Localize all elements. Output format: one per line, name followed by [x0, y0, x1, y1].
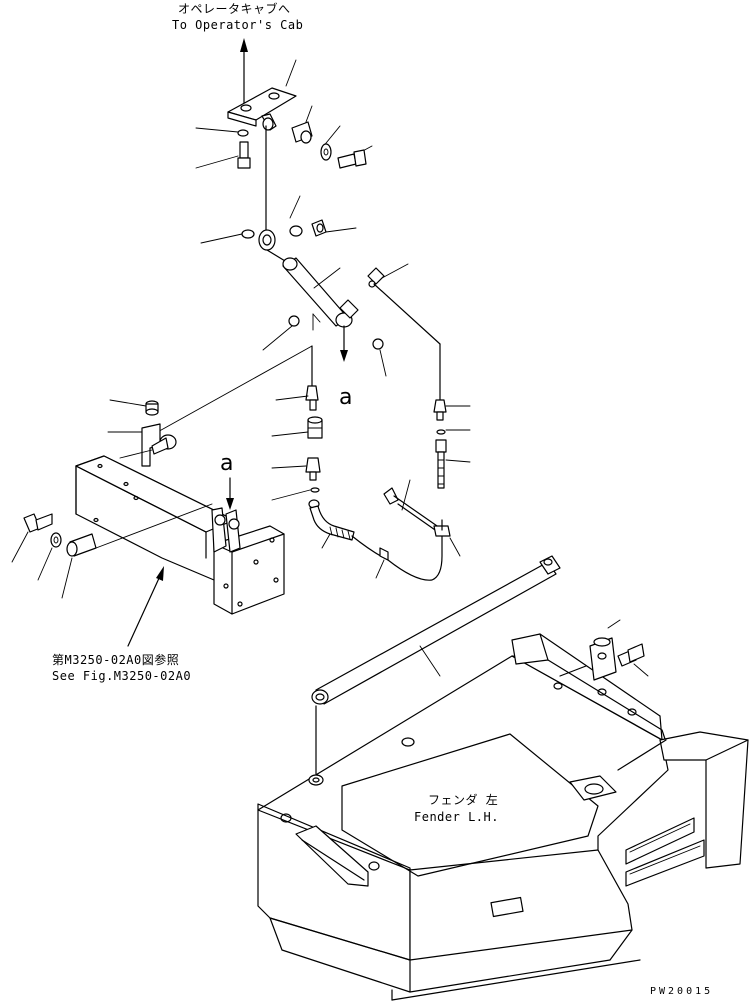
- bent-pipe: [308, 499, 355, 541]
- bolt-vertical: [237, 141, 251, 169]
- fitting-right-1: [433, 399, 447, 421]
- bolt: [337, 149, 367, 169]
- leader-lines-bottom-left: [11, 503, 213, 599]
- washer-small: [237, 129, 249, 137]
- hose: [351, 533, 443, 581]
- detail-mark-lower: a: [220, 451, 233, 476]
- leader-lines-right: [401, 405, 471, 557]
- leader-lines-left: [107, 399, 153, 459]
- hose-right: [435, 439, 447, 489]
- detail-arrow-upper: [340, 325, 348, 362]
- washer-upper: [289, 225, 303, 237]
- stay-rod: [311, 555, 561, 705]
- fitting-1: [305, 385, 319, 411]
- washer-left: [50, 532, 62, 548]
- to-cab-arrow: [240, 38, 248, 111]
- see-fig-arrow: [127, 566, 164, 647]
- leader-lines-top: [195, 59, 373, 169]
- nut: [311, 219, 327, 237]
- stay-leader: [419, 645, 441, 677]
- see-fig-label-jp: 第M3250-02A0図参照: [52, 652, 179, 667]
- fender: [257, 619, 749, 1001]
- washer: [320, 143, 332, 161]
- leader-lines-mid: [200, 195, 409, 377]
- o-ring-right: [436, 429, 446, 435]
- support-bracket: [75, 455, 285, 615]
- fender-label-en: Fender L.H.: [414, 810, 499, 824]
- l-bracket: [141, 423, 177, 467]
- ring-right: [372, 338, 384, 350]
- bolt-left: [23, 513, 53, 533]
- o-ring: [241, 229, 255, 239]
- detail-arrow-lower: [226, 477, 234, 510]
- bolt-clamp: [383, 487, 451, 537]
- mounting-bracket: [227, 87, 297, 131]
- see-fig-label-en: See Fig.M3250-02A0: [52, 669, 191, 683]
- detail-mark-upper: a: [339, 385, 352, 410]
- o-ring-mid: [310, 487, 320, 493]
- link-rod: [258, 229, 353, 328]
- pin: [291, 121, 313, 144]
- fitting-2: [307, 416, 323, 439]
- ring-left: [288, 315, 300, 327]
- fitting-3: [305, 457, 321, 481]
- cable-right: [373, 283, 441, 345]
- to-cab-label-jp: オペレータキャブへ: [178, 1, 291, 16]
- ball-joint: [367, 267, 385, 288]
- fender-label-jp: フェンダ 左: [428, 792, 498, 807]
- to-cab-label-en: To Operator's Cab: [172, 18, 303, 32]
- leader-lines-fittings: [271, 395, 385, 579]
- drawing-code: PW20015: [650, 986, 713, 997]
- pin-left: [66, 533, 97, 557]
- cap: [145, 400, 159, 416]
- clamp-lower: [379, 547, 389, 561]
